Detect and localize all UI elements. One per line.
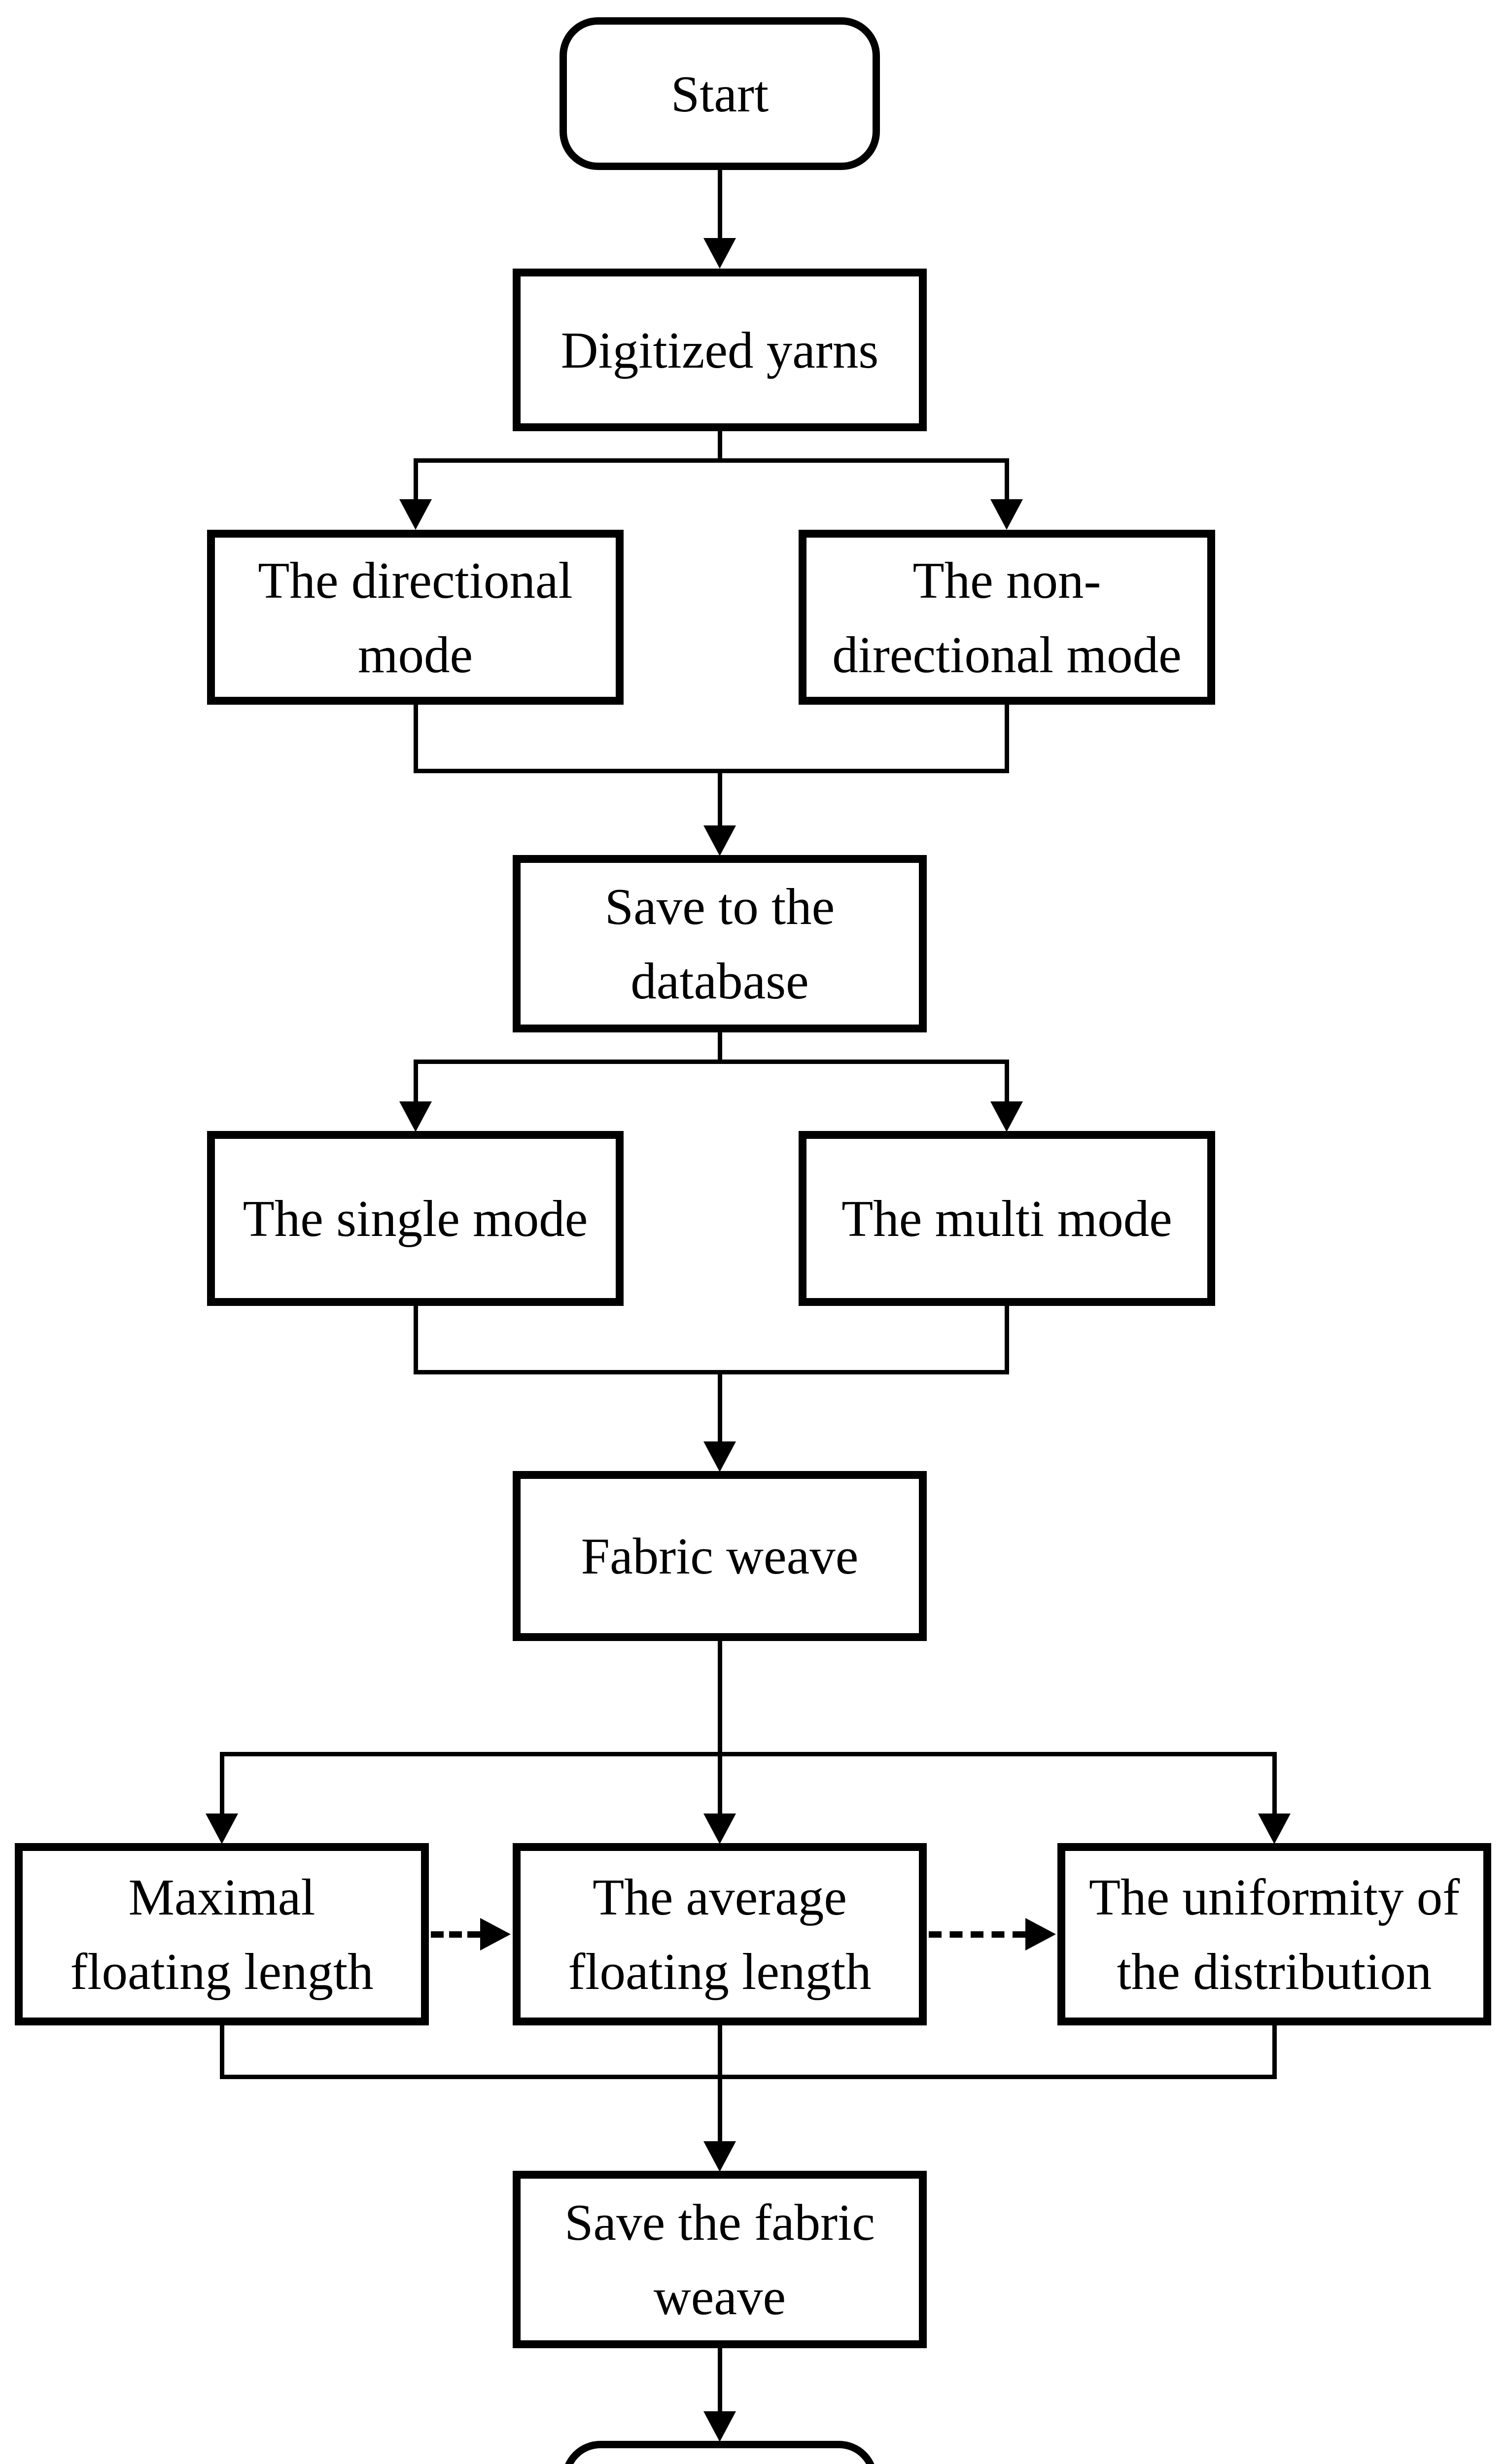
average-floating-line1: The average (593, 1868, 847, 1926)
arrowhead-into-digitized (703, 238, 736, 269)
connector-merge-average (718, 2025, 722, 2079)
save-database-line2: database (630, 952, 809, 1010)
connector-to-save-db (718, 769, 722, 828)
non-directional-mode-line2: directional mode (832, 625, 1182, 684)
connector-branch-right (1005, 458, 1009, 502)
save-database-line1: Save to the (604, 878, 835, 935)
non-directional-mode-line1: The non- (912, 551, 1101, 609)
dashed-arrowhead-into-average (480, 1918, 511, 1951)
single-mode-label: The single mode (243, 1190, 588, 1247)
arrowhead-into-fabric-weave (703, 1441, 736, 1472)
connector-branch-uniformity (1272, 1752, 1277, 1816)
connector-to-fabric-weave (718, 1370, 722, 1444)
branch-line-metrics (220, 1752, 1276, 1756)
connector-save-fabric-end (718, 2348, 722, 2414)
merge-line-metrics (220, 2075, 1276, 2079)
arrowhead-into-single (399, 1101, 432, 1132)
save-database-node: Save to the database (513, 855, 927, 1032)
arrowhead-into-maximal (206, 1814, 238, 1844)
dashed-arrowhead-into-uniformity (1025, 1918, 1056, 1951)
dashed-connector-average-uniformity (929, 1931, 1025, 1938)
directional-mode-line2: mode (357, 625, 473, 684)
connector-fabric-stub (718, 1641, 722, 1756)
maximal-floating-length-node: Maximal floating length (15, 1843, 429, 2025)
arrowhead-into-end (703, 2411, 736, 2442)
single-mode-node: The single mode (207, 1131, 624, 1306)
average-floating-line2: floating length (568, 1943, 872, 2000)
end-node: End (562, 2441, 877, 2464)
save-fabric-line1: Save the fabric (564, 2193, 875, 2251)
connector-to-save-fabric (718, 2075, 722, 2144)
arrowhead-into-save-fabric (703, 2141, 736, 2172)
connector-merge-right (1005, 705, 1009, 773)
start-node: Start (560, 17, 880, 170)
fabric-weave-node: Fabric weave (513, 1471, 927, 1641)
save-fabric-weave-node: Save the fabric weave (513, 2171, 927, 2348)
uniformity-line2: the distribution (1117, 1943, 1432, 2000)
non-directional-mode-node: The non- directional mode (799, 530, 1215, 705)
directional-mode-node: The directional mode (207, 530, 624, 705)
uniformity-distribution-node: The uniformity of the distribution (1057, 1843, 1491, 2025)
connector-digitized-stub (718, 431, 722, 461)
multi-mode-label: The multi mode (841, 1190, 1172, 1247)
uniformity-line1: The uniformity of (1088, 1868, 1460, 1926)
maximal-floating-line1: Maximal (128, 1868, 315, 1926)
directional-mode-line1: The directional (258, 551, 573, 609)
save-fabric-line2: weave (653, 2268, 786, 2326)
arrowhead-into-multi (990, 1101, 1023, 1132)
connector-branch-single (414, 1060, 418, 1104)
connector-merge-maximal (220, 2025, 224, 2079)
merge-line-modes (414, 769, 1009, 773)
connector-branch-left (414, 458, 418, 502)
connector-merge-multi (1005, 1306, 1009, 1374)
connector-branch-average (718, 1752, 722, 1816)
connector-merge-uniformity (1272, 2025, 1277, 2079)
digitized-yarns-label: Digitized yarns (560, 321, 879, 379)
arrowhead-into-directional (399, 499, 432, 530)
branch-line-single-multi (414, 1060, 1009, 1064)
connector-branch-multi (1005, 1060, 1009, 1104)
arrowhead-into-save-db (703, 825, 736, 856)
connector-start-digitized (718, 170, 722, 241)
merge-line-single-multi (414, 1370, 1009, 1374)
dashed-connector-maximal-average (431, 1931, 480, 1938)
connector-merge-single (414, 1306, 418, 1374)
average-floating-length-node: The average floating length (513, 1843, 927, 2025)
arrowhead-into-average (703, 1814, 736, 1844)
maximal-floating-line2: floating length (70, 1943, 374, 2000)
digitized-yarns-node: Digitized yarns (513, 269, 927, 431)
fabric-weave-label: Fabric weave (581, 1527, 859, 1585)
arrowhead-into-non-directional (990, 499, 1023, 530)
connector-merge-left (414, 705, 418, 773)
branch-line-modes (414, 458, 1009, 463)
connector-branch-maximal (220, 1752, 224, 1816)
start-label: Start (670, 65, 769, 123)
multi-mode-node: The multi mode (799, 1131, 1215, 1306)
arrowhead-into-uniformity (1258, 1814, 1291, 1844)
connector-save-db-stub (718, 1032, 722, 1064)
